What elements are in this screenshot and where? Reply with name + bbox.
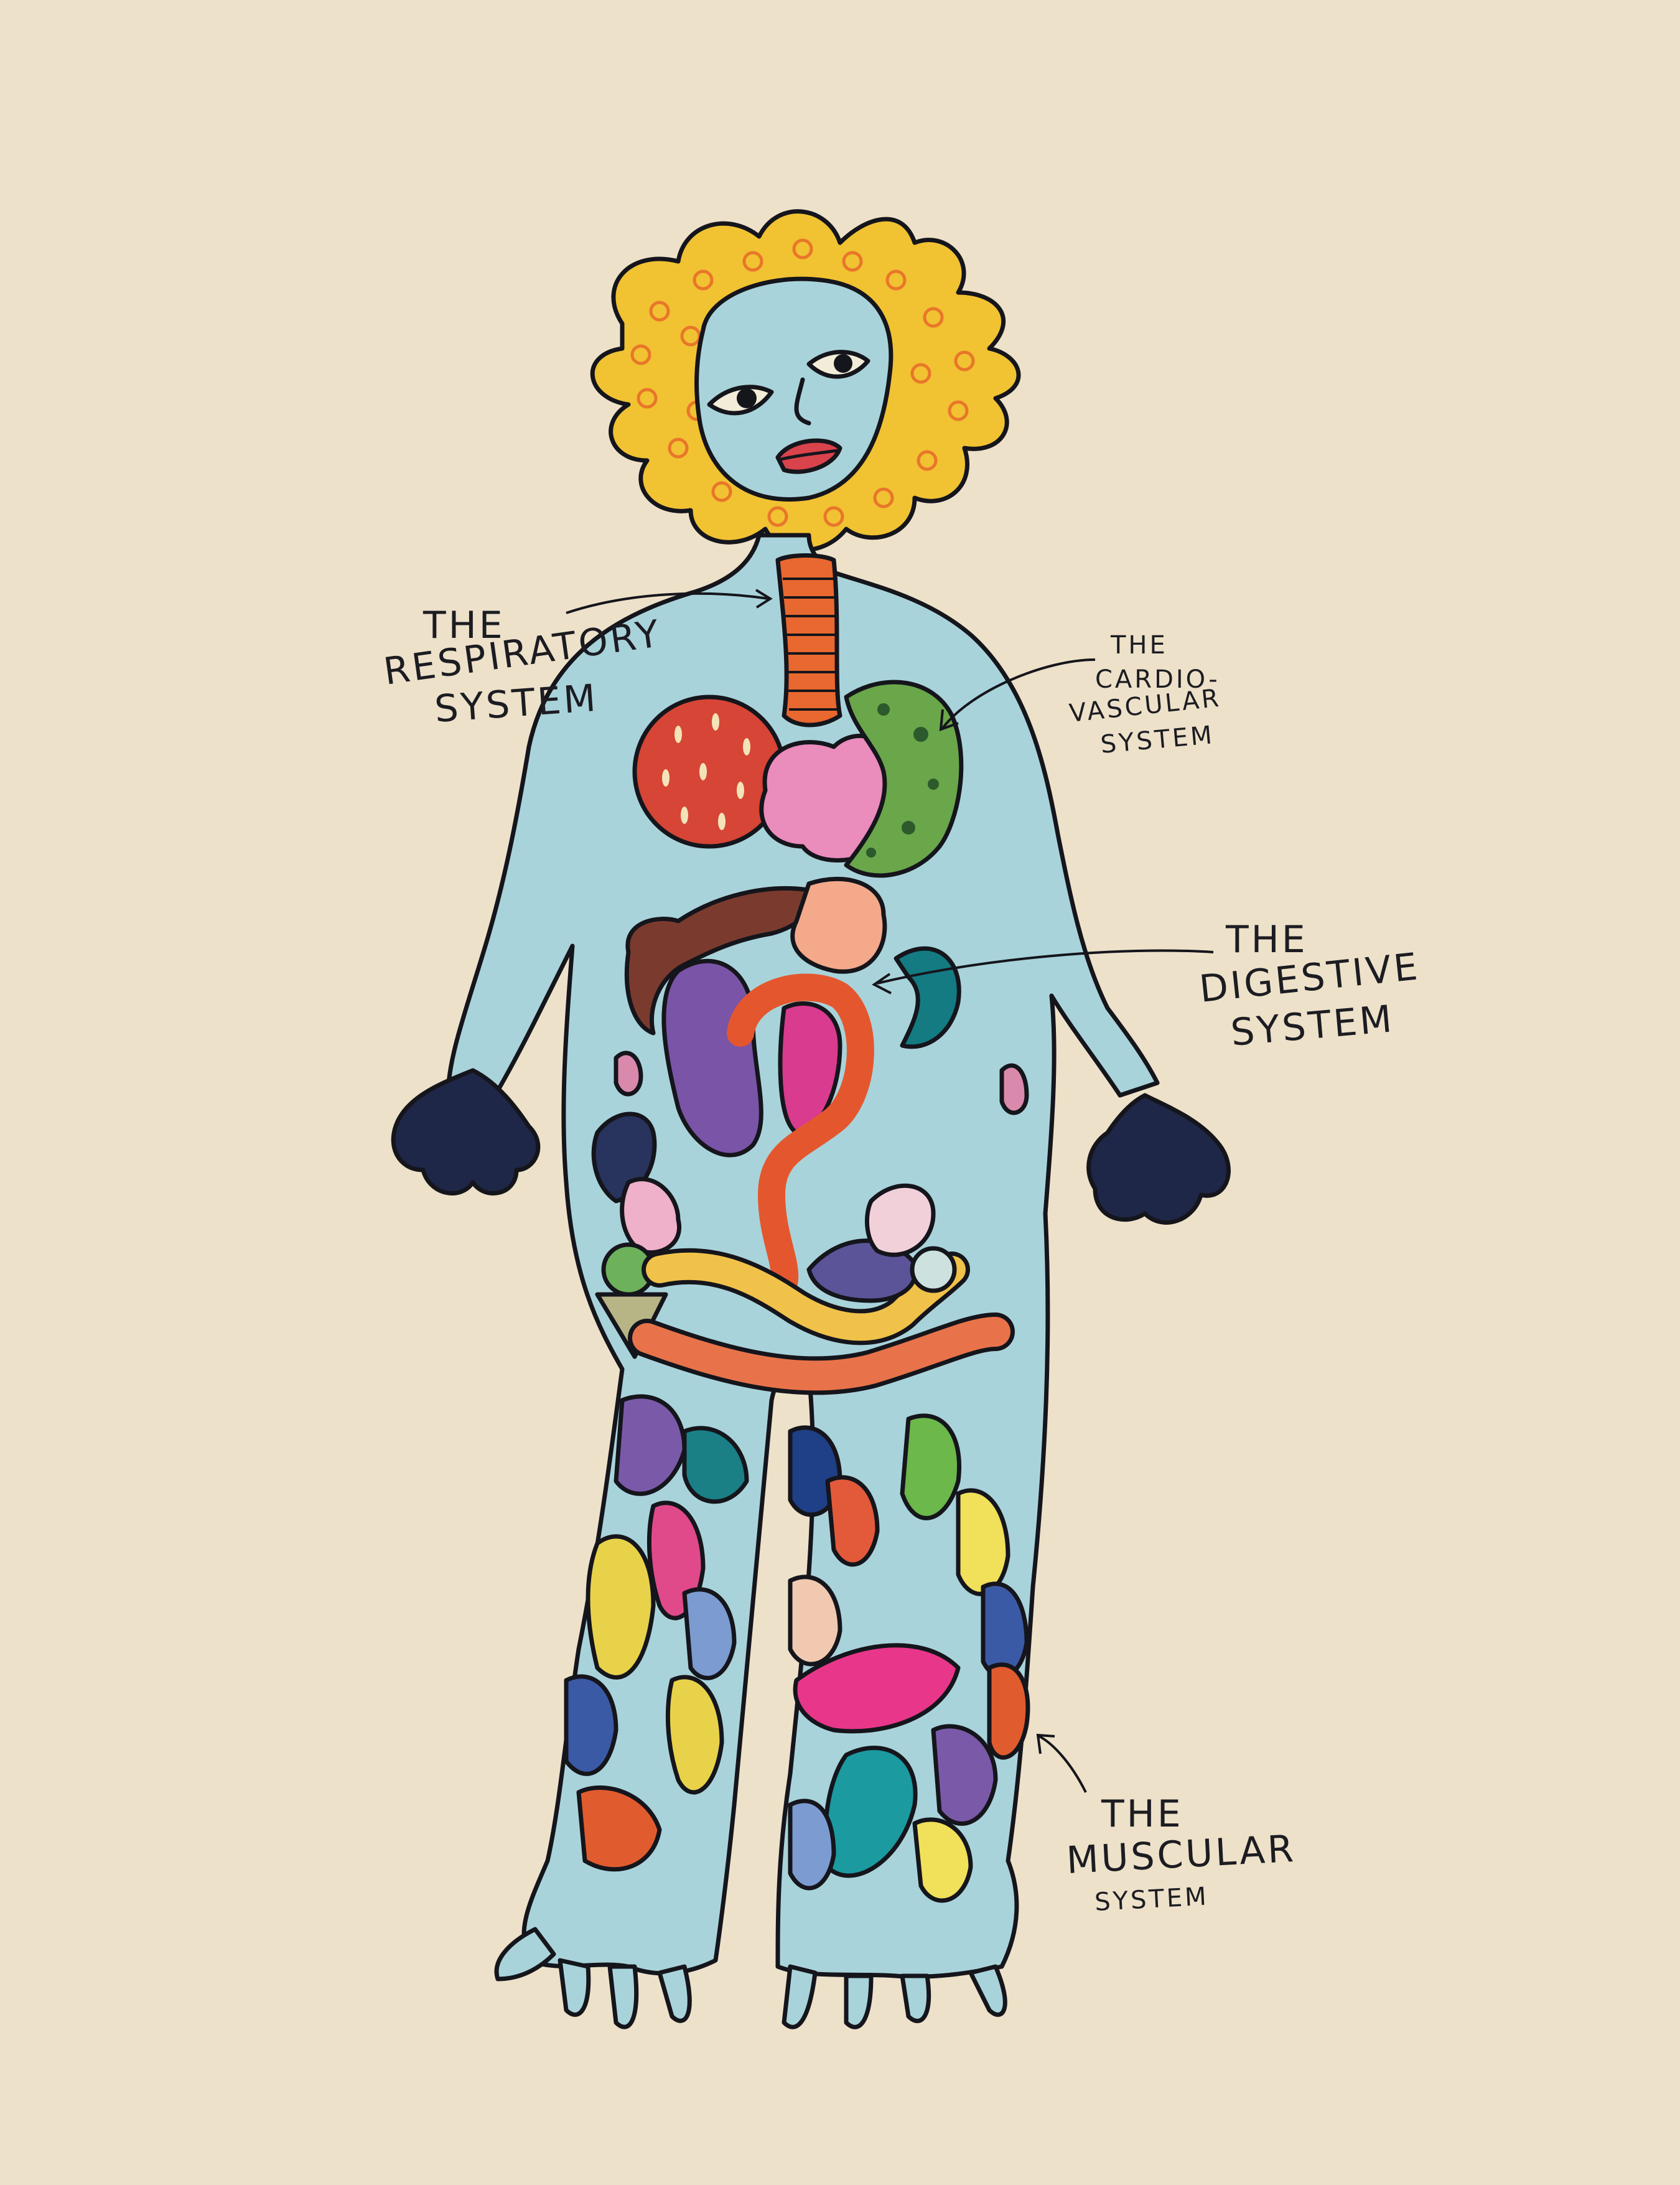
label-cardiovascular: THE CARDIO- VASCULAR SYSTEM bbox=[1068, 631, 1223, 759]
cardio-organ bbox=[844, 680, 964, 878]
svg-text:THE: THE bbox=[422, 604, 505, 647]
svg-text:CARDIO-: CARDIO- bbox=[1095, 665, 1220, 694]
label-digestive: THE DIGESTIVE SYSTEM bbox=[1197, 918, 1422, 1055]
arrow-respiratory bbox=[566, 592, 769, 614]
face bbox=[694, 276, 894, 502]
side-blob-left bbox=[614, 1050, 643, 1097]
nose bbox=[794, 377, 811, 426]
right-hand bbox=[1086, 1093, 1231, 1225]
svg-text:SYSTEM: SYSTEM bbox=[1094, 1882, 1210, 1917]
annotation-arrows bbox=[566, 589, 1214, 1793]
pink-blob bbox=[620, 1177, 682, 1255]
leg-muscles bbox=[564, 1394, 1030, 1903]
pale-pink-organ bbox=[864, 1183, 936, 1257]
svg-text:THE: THE bbox=[1110, 631, 1168, 660]
svg-text:SYSTEM: SYSTEM bbox=[1229, 997, 1396, 1055]
trachea bbox=[775, 553, 842, 728]
lung-strawberry bbox=[632, 695, 786, 849]
liver bbox=[624, 886, 814, 1036]
arrow-digestive bbox=[877, 949, 1214, 985]
label-muscular: THE MUSCULAR SYSTEM bbox=[1065, 1792, 1297, 1917]
feet bbox=[494, 1927, 1007, 2029]
side-blob-right bbox=[999, 1063, 1029, 1115]
svg-text:MUSCULAR: MUSCULAR bbox=[1065, 1827, 1297, 1883]
mouth bbox=[775, 438, 842, 474]
svg-text:THE: THE bbox=[1225, 918, 1308, 961]
teal-organ bbox=[894, 946, 961, 1049]
svg-text:THE: THE bbox=[1101, 1792, 1183, 1836]
stomach bbox=[790, 876, 887, 974]
left-hand bbox=[391, 1068, 541, 1195]
arrow-cardiovascular bbox=[941, 658, 1096, 729]
svg-text:SYSTEM: SYSTEM bbox=[1099, 721, 1216, 759]
bubble bbox=[910, 1246, 957, 1293]
arrow-muscular bbox=[1038, 1735, 1087, 1793]
eyes bbox=[707, 350, 870, 416]
